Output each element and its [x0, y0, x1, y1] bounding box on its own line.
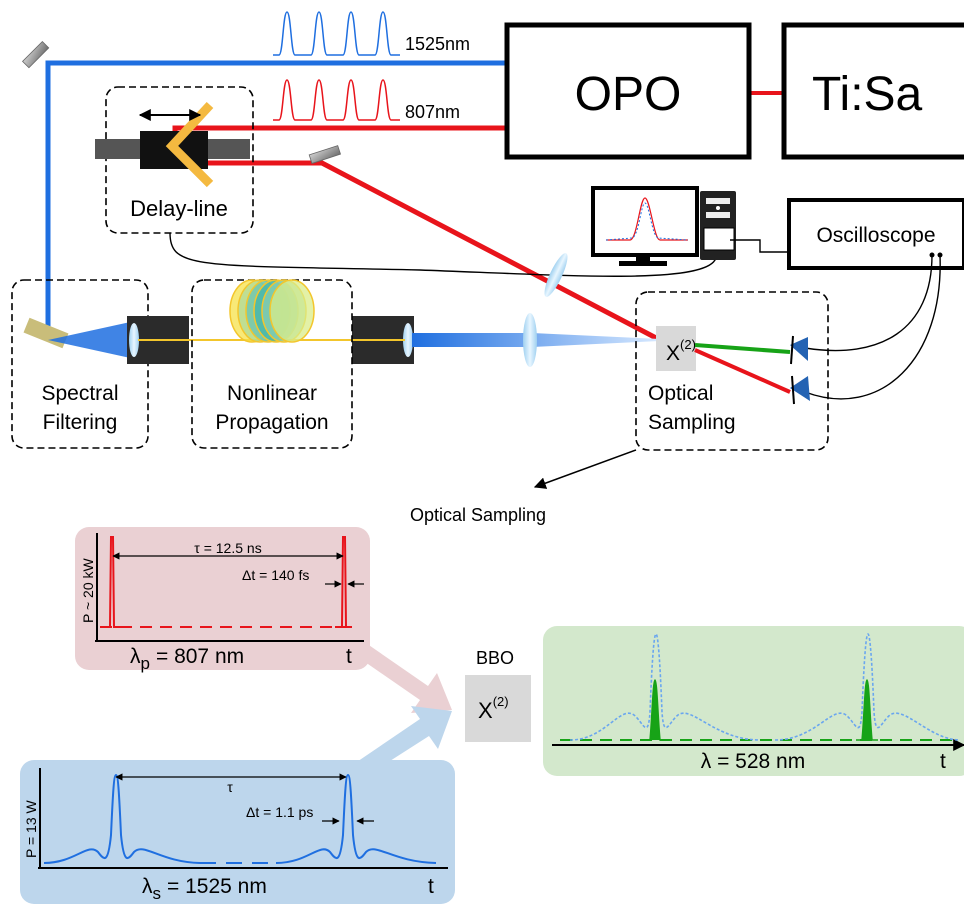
- pump-time-label: t: [346, 645, 352, 668]
- crystal-box: [656, 326, 696, 371]
- scope-to-pc-cable: [730, 239, 789, 253]
- photodiode-green-icon: [790, 337, 808, 361]
- opo-label: OPO: [575, 68, 682, 121]
- callout-label: Optical Sampling: [410, 505, 546, 525]
- pump-pulse-train-icon: [273, 79, 400, 121]
- pump-pulse-2: [335, 536, 352, 628]
- optical-sampling-label-2: Sampling: [648, 411, 736, 434]
- optical-sampling-label-1: Optical: [648, 382, 713, 405]
- pump-wavelength-label: 807nm: [405, 102, 460, 122]
- spectral-filtering-label-1: Spectral: [41, 382, 118, 405]
- sfg-beam: [694, 343, 791, 354]
- signal-duration-label: Δt = 1.1 ps: [246, 804, 313, 820]
- steering-mirror-icon: [21, 40, 50, 69]
- signal-wavelength: λs= 1525 nm: [142, 875, 267, 903]
- oscilloscope-label: Oscilloscope: [816, 224, 935, 247]
- tower-bay: [706, 198, 730, 204]
- signal-power-label: P = 13 W: [23, 799, 39, 858]
- signal-pulse-train-icon: [273, 11, 400, 56]
- signal-pulse-2: [275, 773, 437, 864]
- photodiode-red-icon: [790, 376, 810, 401]
- callout-arrow: [533, 449, 637, 489]
- sfg-panel: [543, 626, 964, 776]
- signal-time-label: t: [428, 875, 434, 898]
- sfg-envelope-1: [569, 633, 761, 741]
- bbo-label: BBO: [476, 648, 514, 668]
- monitor-base: [619, 261, 667, 266]
- detector-cable-green: [804, 254, 933, 352]
- nonlinear-propagation-label-2: Propagation: [215, 411, 328, 434]
- monitor-trace-icon: [606, 197, 688, 241]
- photodiode-red-bar: [791, 375, 795, 405]
- signal-period-label: τ: [227, 779, 233, 795]
- pump-lens-icon: [544, 253, 568, 297]
- pump-panel: [75, 527, 370, 670]
- bbo-crystal-symbol: Χ(2): [478, 694, 509, 723]
- tower-bay: [706, 212, 730, 218]
- pump-power-label: P ~ 20 kW: [80, 557, 96, 623]
- delay-line-label: Delay-line: [130, 196, 228, 221]
- optical-sampling-module: [635, 291, 829, 451]
- pump-duration-label: Δt = 140 fs: [242, 567, 309, 583]
- tisa-label: Ti:Sa: [812, 68, 923, 121]
- photodiode-green-bar: [790, 335, 794, 365]
- detector-cable-red: [804, 254, 941, 400]
- residual-pump-beam: [694, 348, 791, 394]
- bbo-crystal-box: [465, 675, 531, 742]
- monitor-stand: [636, 255, 650, 261]
- tower-led: [716, 206, 720, 210]
- pump-pulse-1: [105, 536, 120, 628]
- pump-mirror-icon: [308, 145, 342, 164]
- tisa-box: [781, 22, 964, 160]
- spectral-filtering-label-2: Filtering: [43, 411, 118, 434]
- delay-line-cable: [169, 232, 716, 277]
- sfg-envelope-2: [774, 633, 961, 741]
- signal-beam: [45, 60, 505, 335]
- pump-wavelength: λp= 807 nm: [130, 645, 244, 673]
- nonlinear-propagation-label-1: Nonlinear: [227, 382, 317, 405]
- pump-period-label: τ = 12.5 ns: [194, 540, 261, 556]
- delay-line-module: [105, 86, 254, 234]
- coupler-lens-icon: [129, 323, 139, 357]
- focusing-lens-icon: [523, 313, 537, 367]
- crystal-symbol: Χ(2): [666, 337, 696, 365]
- coupler-lens-icon: [403, 323, 413, 357]
- fiber-spool-icon: [229, 279, 315, 343]
- sfg-pulse-1: [644, 679, 666, 741]
- pump-merge-arrow: [355, 641, 452, 713]
- opo-box: [504, 22, 752, 160]
- signal-wavelength-label: 1525nm: [405, 34, 470, 54]
- sfg-wavelength: λ = 528 nm: [701, 750, 805, 773]
- tower-port-panel: [703, 227, 735, 251]
- sfg-pulse-2: [856, 679, 878, 741]
- oscilloscope-box: [787, 198, 964, 270]
- monitor-fit-icon: [605, 202, 689, 241]
- sfg-time-label: t: [940, 750, 946, 773]
- filtered-beam-fan: [48, 322, 130, 358]
